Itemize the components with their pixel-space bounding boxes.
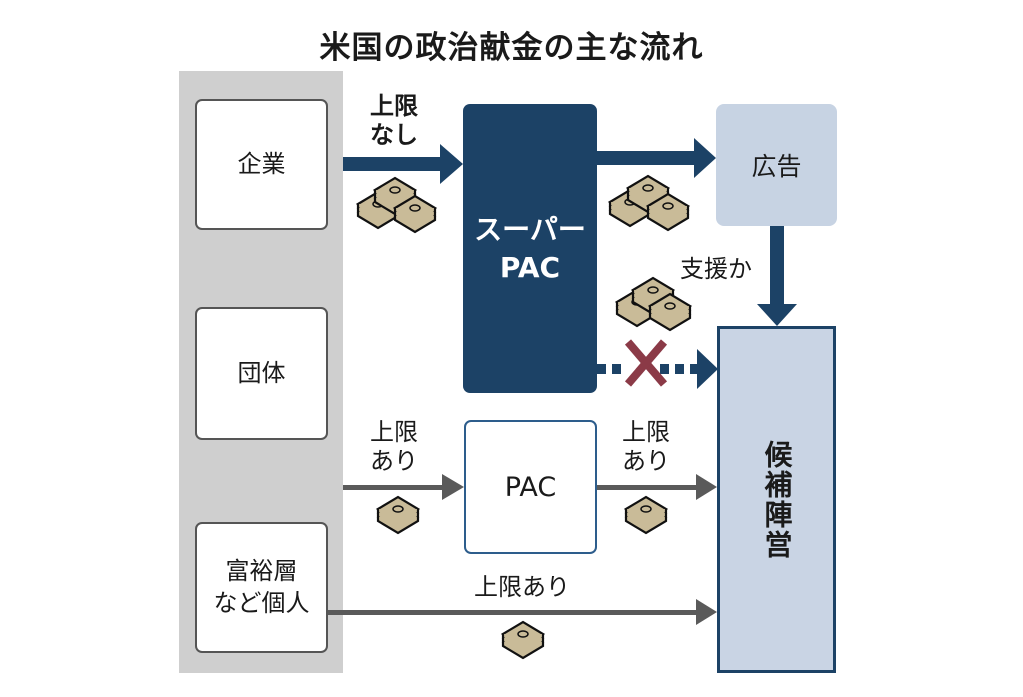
super-pac-box: スーパー PAC bbox=[463, 104, 597, 393]
limited-out-label-2: あり bbox=[622, 446, 670, 475]
arrow-corp-to-superpac bbox=[343, 144, 463, 184]
support-label: 支援か bbox=[680, 255, 752, 283]
arrow-pac-to-campaign bbox=[597, 474, 717, 500]
limited-out-label: 上限 あり bbox=[622, 418, 670, 476]
limited-in-label-1: 上限 bbox=[370, 418, 418, 446]
arrow-superpac-to-campaign-prohibited bbox=[597, 349, 718, 389]
money-stack-icon bbox=[376, 495, 420, 535]
money-stack-icon bbox=[501, 620, 545, 660]
donor-individual-label-2: など個人 bbox=[213, 588, 310, 617]
donor-corporation-label: 企業 bbox=[237, 149, 286, 178]
donor-organization-label: 団体 bbox=[237, 358, 286, 387]
unlimited-label: 上限 なし bbox=[370, 92, 418, 150]
donor-individual: 富裕層 など個人 bbox=[195, 522, 328, 653]
limited-out-label-1: 上限 bbox=[622, 418, 670, 446]
arrow-individual-to-campaign bbox=[328, 599, 717, 625]
pac-box: PAC bbox=[464, 420, 597, 554]
unlimited-label-1: 上限 bbox=[370, 92, 418, 120]
limited-direct-label: 上限あり bbox=[474, 573, 570, 601]
super-pac-label-1: スーパー bbox=[474, 212, 586, 246]
donor-individual-label-1: 富裕層 bbox=[225, 557, 298, 586]
donor-organization: 団体 bbox=[195, 307, 328, 440]
campaign-box: 候補陣営 bbox=[717, 326, 836, 673]
diagram-title: 米国の政治献金の主な流れ bbox=[319, 30, 704, 66]
unlimited-label-2: なし bbox=[370, 120, 418, 149]
campaign-label: 候補陣営 bbox=[760, 439, 794, 560]
prohibited-x-icon bbox=[624, 339, 668, 387]
donor-corporation: 企業 bbox=[195, 99, 328, 230]
limited-in-label-2: あり bbox=[370, 446, 418, 475]
arrow-org-to-pac bbox=[343, 474, 464, 500]
advertising-box: 広告 bbox=[716, 104, 837, 226]
pac-label: PAC bbox=[504, 471, 557, 503]
limited-in-label: 上限 あり bbox=[370, 418, 418, 476]
money-stack-icon bbox=[624, 495, 668, 535]
advertising-label: 広告 bbox=[751, 152, 802, 181]
super-pac-label-2: PAC bbox=[499, 250, 561, 284]
arrow-superpac-to-ads bbox=[597, 138, 716, 178]
arrow-ads-to-campaign bbox=[757, 226, 797, 326]
